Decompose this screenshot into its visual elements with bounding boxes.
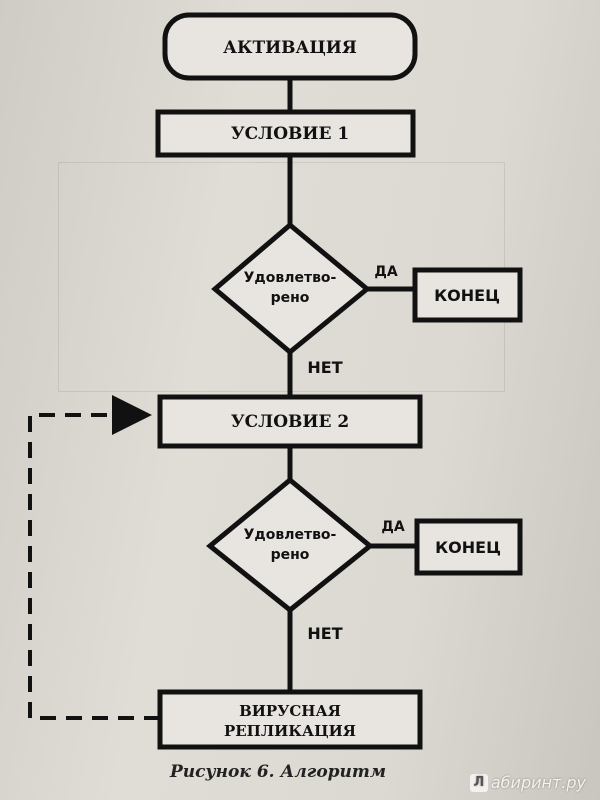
decision2-label-line1: Удовлетво- bbox=[244, 527, 337, 543]
decision1-diamond bbox=[211, 221, 371, 356]
end2-node bbox=[414, 518, 523, 576]
feedback-loop-arrow bbox=[28, 395, 160, 720]
end1-label: КОНЕЦ bbox=[434, 286, 500, 305]
no2-label: НЕТ bbox=[307, 624, 342, 643]
condition1-label: УСЛОВИЕ 1 bbox=[231, 124, 349, 144]
condition2-label: УСЛОВИЕ 2 bbox=[231, 412, 349, 432]
yes2-label: ДА bbox=[381, 519, 404, 535]
end2-label: КОНЕЦ bbox=[435, 538, 501, 557]
activation-label: АКТИВАЦИЯ bbox=[223, 38, 357, 58]
activation-node bbox=[162, 12, 418, 81]
replication-label-line1: ВИРУСНАЯ bbox=[239, 702, 341, 720]
end1-node bbox=[412, 267, 523, 323]
figure-caption: Рисунок 6. Алгоритм bbox=[170, 762, 387, 782]
no1-label: НЕТ bbox=[307, 358, 342, 377]
connectors bbox=[287, 78, 417, 692]
decision2-label-line2: рено bbox=[271, 547, 310, 563]
replication-node bbox=[157, 689, 423, 750]
condition1-node bbox=[155, 109, 416, 158]
watermark-text: абиринт.ру bbox=[490, 772, 586, 792]
decision1-label-line2: рено bbox=[271, 290, 310, 306]
decision2-diamond bbox=[206, 476, 374, 614]
yes1-label: ДА bbox=[374, 264, 397, 280]
condition2-node bbox=[157, 394, 423, 449]
labirint-logo-icon: Л bbox=[469, 774, 488, 792]
replication-label-line2: РЕПЛИКАЦИЯ bbox=[224, 722, 356, 740]
decision1-label-line1: Удовлетво- bbox=[244, 270, 337, 286]
